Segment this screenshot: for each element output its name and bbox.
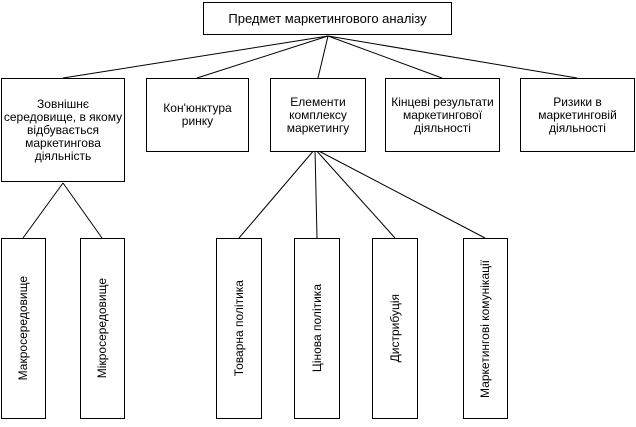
connector-external-macro [22, 182, 64, 239]
external-environment-label: Зовнішнє середовище, в якому відбуваєтьс… [3, 96, 123, 163]
marketing-mix-node: Елементи комплексу маркетингу [270, 78, 366, 152]
marketing-communications-label: Маркетингові комунікації [478, 259, 492, 398]
price-policy-label: Цінова політика [309, 284, 324, 373]
product-policy-label: Товарна політика [231, 280, 246, 377]
market-conditions-node: Кон'юнктура ринку [146, 78, 249, 152]
connector-elements-product [238, 148, 316, 239]
marketing-mix-label: Елементи комплексу маркетингу [286, 94, 350, 135]
risks-node: Ризики в маркетинговій діяльності [520, 78, 635, 152]
root-label: Предмет маркетингового аналізу [228, 11, 427, 26]
micro-environment-node: Мікросередовище [80, 238, 125, 419]
market-conditions-label: Кон'юнктура ринку [163, 101, 232, 128]
final-results-node: Кінцеві результати маркетингової діяльно… [385, 78, 500, 152]
connector-root-external [62, 35, 329, 79]
macro-environment-label: Макросередовище [16, 276, 30, 381]
distribution-label: Дистрибуція [387, 294, 402, 363]
product-policy-node: Товарна політика [216, 238, 262, 419]
micro-environment-label: Мікросередовище [95, 278, 109, 379]
distribution-node: Дистрибуція [372, 238, 418, 419]
marketing-communications-node: Маркетингові комунікації [463, 238, 508, 419]
connector-elements-price [314, 148, 318, 239]
external-environment-node: Зовнішнє середовище, в якому відбуваєтьс… [1, 78, 125, 182]
connector-root-elements [317, 35, 329, 79]
price-policy-node: Цінова політика [294, 238, 340, 419]
connector-root-results [327, 35, 443, 79]
connector-root-risks [327, 35, 578, 79]
final-results-label: Кінцеві результати маркетингової діяльно… [391, 94, 494, 135]
root-node: Предмет маркетингового аналізу [203, 2, 452, 35]
macro-environment-node: Макросередовище [1, 238, 46, 419]
risks-label: Ризики в маркетинговій діяльності [538, 94, 617, 135]
connector-elements-distribution [314, 148, 396, 239]
connector-external-micro [62, 182, 103, 239]
connector-elements-communications [314, 148, 486, 239]
connector-root-market [196, 35, 329, 79]
